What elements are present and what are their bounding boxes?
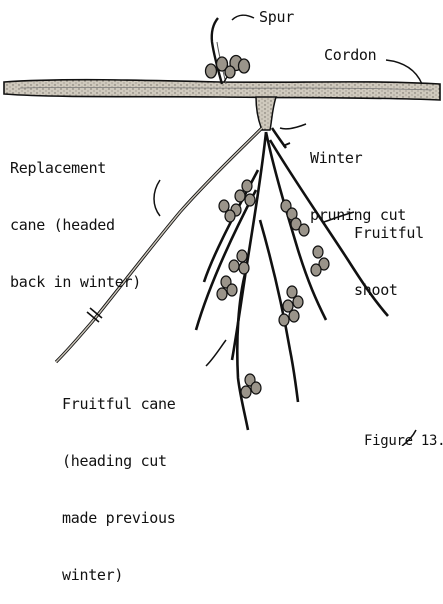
replacement-cane-line-3: back in winter) [10,273,141,292]
figure-caption: Figure 13.1 [364,432,443,451]
replacement-cane-line-1: Replacement [10,159,141,178]
fruitful-cane-line-2: (heading cut [62,452,176,471]
fruitful-shoot-line-2: shoot [354,281,424,300]
fruitful-cane-line-1: Fruitful cane [62,395,176,414]
winter-pruning-cut-line-1: Winter [310,149,406,168]
fruitful-cane-line-4: winter) [62,566,176,585]
replacement-cane-line-2: cane (headed [10,216,141,235]
fruitful-cane-label: Fruitful cane (heading cut made previous… [62,357,176,604]
fruitful-shoot-label: Fruitful shoot [354,186,424,319]
replacement-cane-label: Replacement cane (headed back in winter) [10,121,141,311]
spur-label: Spur [259,8,294,27]
spur-fruit-cluster [206,56,250,79]
winter-pruning-cut [272,128,290,148]
cordon-label: Cordon [324,46,376,65]
fruitful-cane-line-3: made previous [62,509,176,528]
trunk [256,97,276,130]
fruitful-shoot-line-1: Fruitful [354,224,424,243]
